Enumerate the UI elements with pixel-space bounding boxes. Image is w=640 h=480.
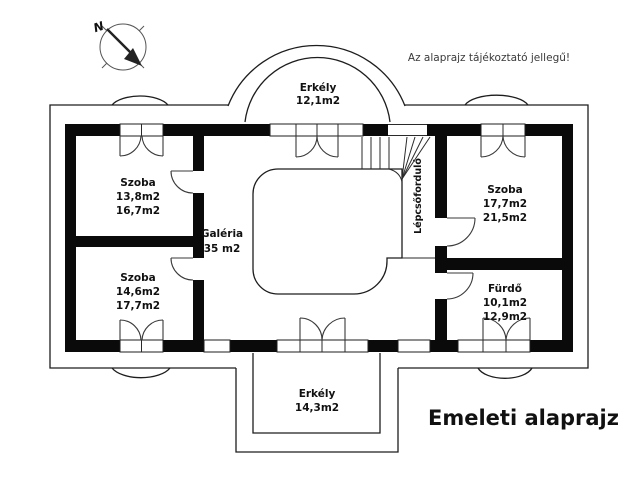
walls [65, 124, 573, 352]
svg-text:Szoba: Szoba [487, 184, 523, 196]
room-label-gallery: Galéria 35 m2 [201, 228, 243, 255]
svg-text:12,1m2: 12,1m2 [296, 95, 340, 107]
awning-arc-bottom-left [111, 367, 171, 379]
disclaimer-text: Az alaprajz tájékoztató jellegű! [408, 52, 570, 64]
windows [119, 123, 531, 353]
awning-arc-top-right [464, 94, 529, 106]
room-label-bathroom: Fürdő 10,1m2 12,9m2 [483, 283, 527, 323]
svg-text:Szoba: Szoba [120, 272, 156, 284]
svg-text:35 m2: 35 m2 [204, 243, 241, 255]
outer-outline [49, 94, 589, 379]
svg-text:Fürdő: Fürdő [488, 283, 522, 295]
compass-needle-shaft [106, 28, 132, 54]
awning-arc-top-left [111, 95, 169, 106]
north-label: N [92, 19, 106, 35]
balcony-bottom-outline [235, 353, 399, 453]
room-labels: Erkély 12,1m2 Szoba 13,8m2 16,7m2 Szoba … [116, 82, 527, 414]
svg-text:21,5m2: 21,5m2 [483, 212, 527, 224]
svg-text:17,7m2: 17,7m2 [483, 198, 527, 210]
svg-text:12,9m2: 12,9m2 [483, 311, 527, 323]
svg-text:10,1m2: 10,1m2 [483, 297, 527, 309]
compass-rose: N [92, 19, 147, 71]
svg-text:Galéria: Galéria [201, 228, 243, 240]
room-label-room-top-left: Szoba 13,8m2 16,7m2 [116, 177, 160, 217]
svg-text:16,7m2: 16,7m2 [116, 205, 160, 217]
svg-text:14,3m2: 14,3m2 [295, 402, 339, 414]
balcony-top-outline [227, 44, 406, 123]
svg-text:17,7m2: 17,7m2 [116, 300, 160, 312]
room-label-stair-landing: Lépcsőforduló [413, 158, 424, 234]
awning-arc-bottom-right [477, 367, 533, 379]
compass-needle-arrowhead [124, 48, 142, 66]
svg-text:Erkély: Erkély [300, 82, 337, 94]
svg-text:14,6m2: 14,6m2 [116, 286, 160, 298]
svg-text:Erkély: Erkély [299, 388, 336, 400]
door-window-swings [119, 135, 531, 341]
gallery-opening-outline [252, 168, 403, 295]
staircase [361, 136, 435, 259]
room-label-room-right: Szoba 17,7m2 21,5m2 [483, 184, 527, 224]
svg-text:Szoba: Szoba [120, 177, 156, 189]
room-label-room-bottom-left: Szoba 14,6m2 17,7m2 [116, 272, 160, 312]
room-label-balcony-top: Erkély 12,1m2 [296, 82, 340, 107]
svg-text:13,8m2: 13,8m2 [116, 191, 160, 203]
plan-title: Emeleti alaprajz [428, 406, 619, 430]
room-label-balcony-bottom: Erkély 14,3m2 [295, 388, 339, 414]
